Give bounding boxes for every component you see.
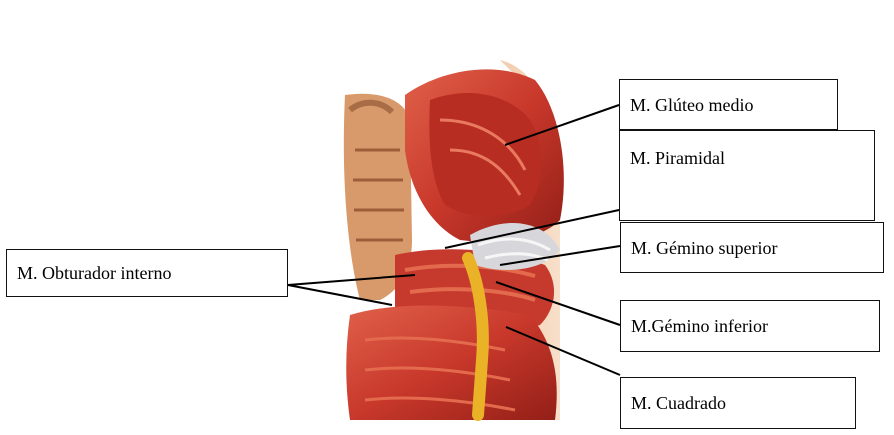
label-gemino-superior: M. Gémino superior — [620, 222, 884, 273]
label-gluteo-medio-text: M. Glúteo medio — [630, 96, 754, 114]
label-piramidal: M. Piramidal — [619, 130, 875, 221]
label-gemino-inferior: M.Gémino inferior — [620, 300, 880, 352]
label-obturador-interno: M. Obturador interno — [6, 249, 288, 297]
gluteal-muscles — [405, 69, 564, 241]
label-piramidal-text: M. Piramidal — [630, 149, 725, 167]
label-obturador-interno-text: M. Obturador interno — [17, 264, 171, 282]
label-cuadrado: M. Cuadrado — [620, 377, 856, 429]
thigh-muscles — [346, 306, 556, 420]
label-gemino-superior-text: M. Gémino superior — [631, 239, 777, 257]
label-gluteo-medio: M. Glúteo medio — [619, 79, 838, 130]
label-cuadrado-text: M. Cuadrado — [631, 394, 726, 412]
label-gemino-inferior-text: M.Gémino inferior — [631, 317, 768, 335]
